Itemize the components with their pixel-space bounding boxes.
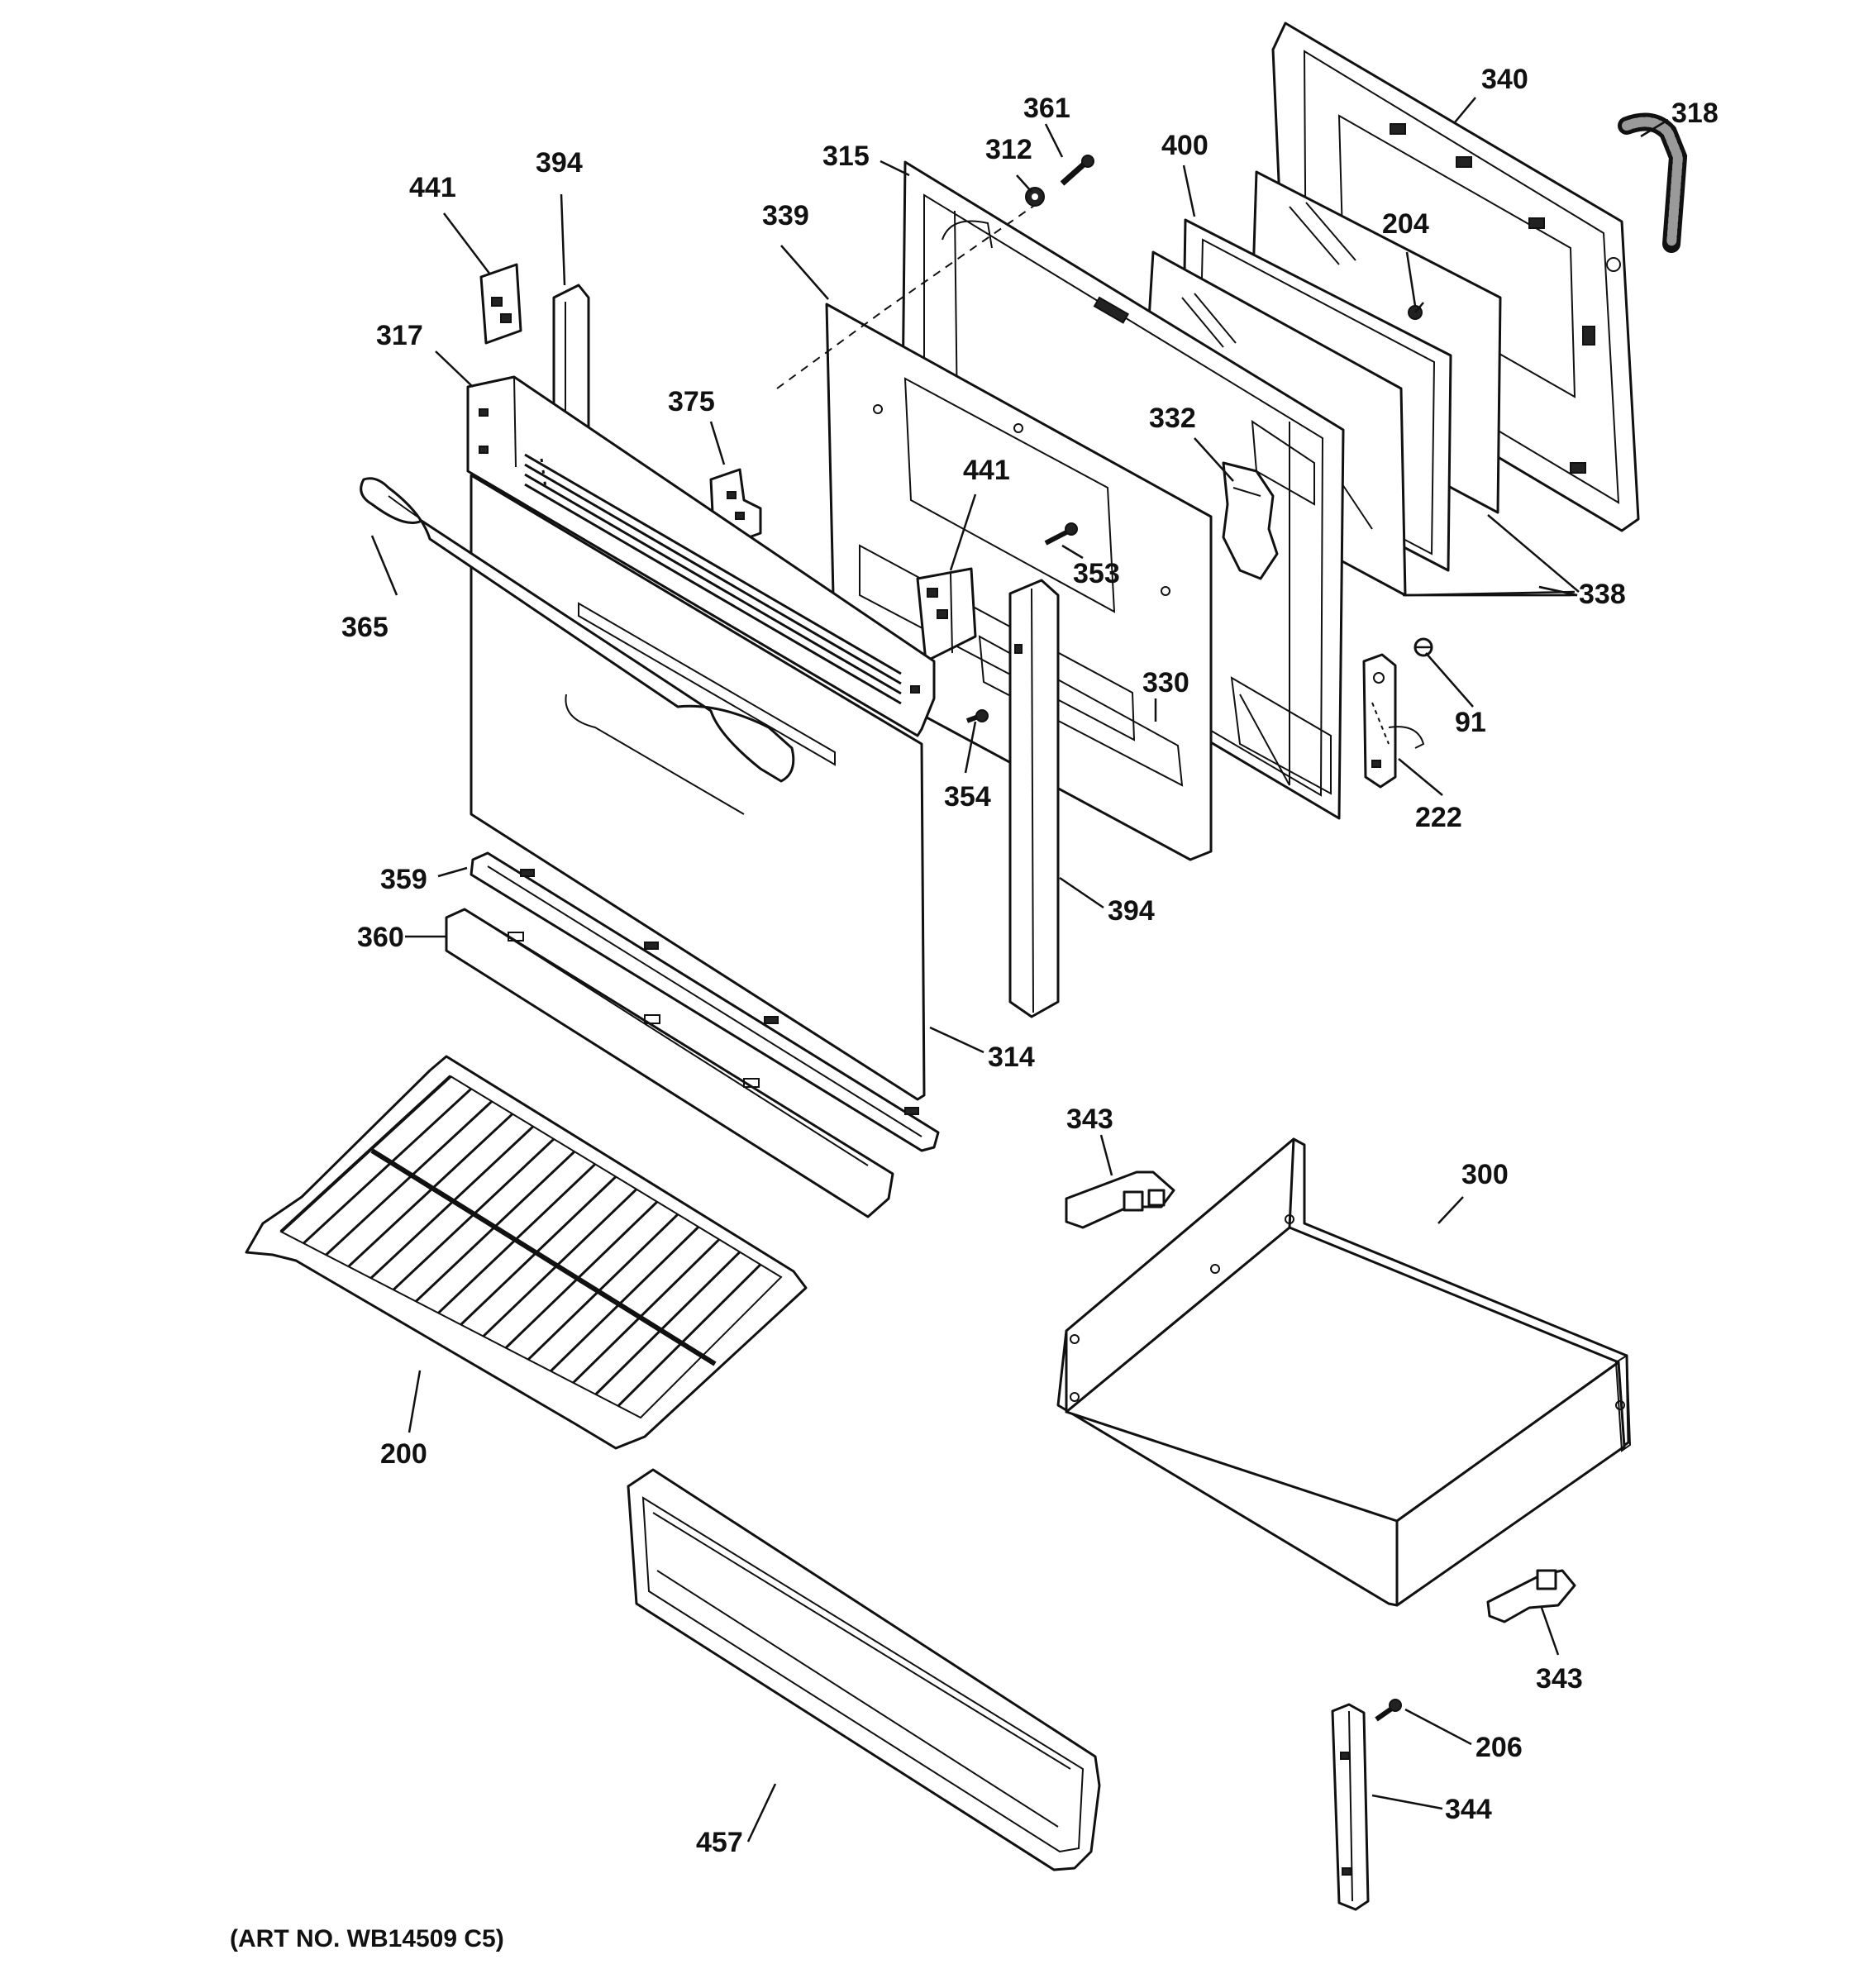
label-318: 318: [1671, 98, 1719, 129]
label-332: 332: [1149, 403, 1196, 434]
label-206: 206: [1475, 1732, 1523, 1763]
label-394-upper: 394: [536, 147, 583, 179]
label-330: 330: [1142, 667, 1189, 698]
label-400: 400: [1161, 130, 1209, 161]
part-343-drawer-slide-lower: [1486, 1569, 1576, 1623]
label-344: 344: [1445, 1794, 1492, 1825]
rack-wire: [594, 1251, 741, 1395]
label-394-lower: 394: [1108, 895, 1155, 927]
part-353-screw: [1044, 522, 1078, 546]
part-312-nut: [1025, 187, 1045, 207]
label-441-lower: 441: [963, 455, 1010, 486]
label-359: 359: [380, 864, 427, 895]
part-91-screw: [1413, 637, 1433, 657]
label-340: 340: [1481, 64, 1528, 95]
part-344-drawer-rail: [1331, 1703, 1370, 1911]
label-343-upper: 343: [1066, 1104, 1113, 1135]
label-204: 204: [1382, 208, 1429, 240]
part-200-oven-rack: [245, 1055, 808, 1450]
label-360: 360: [357, 922, 404, 953]
part-339-inner-liner: [776, 204, 1213, 861]
label-441-upper: 441: [409, 172, 456, 203]
rack-wire: [572, 1238, 721, 1384]
part-365-door-handle: [360, 477, 795, 783]
rack-wire: [504, 1200, 659, 1349]
rack-wire: [460, 1175, 617, 1326]
part-361-screw: [1060, 155, 1094, 186]
rack-wire: [527, 1213, 679, 1361]
label-300: 300: [1461, 1159, 1509, 1190]
label-317: 317: [376, 320, 423, 351]
label-457: 457: [696, 1827, 743, 1858]
part-354-screw: [965, 709, 989, 723]
rack-wire: [325, 1100, 493, 1256]
part-359-trim-strip: [470, 851, 940, 1152]
label-354: 354: [944, 781, 991, 813]
art-number: (ART NO. WB14509 C5): [230, 1925, 504, 1952]
label-353: 353: [1073, 558, 1120, 589]
label-315: 315: [822, 141, 870, 172]
part-318-gasket: [1618, 112, 1688, 253]
part-441-hinge-bracket-upper: [479, 263, 522, 345]
part-457-drawer-front: [627, 1468, 1101, 1871]
part-317-vent-panel: [466, 375, 936, 737]
label-339: 339: [762, 200, 809, 231]
label-338: 338: [1579, 579, 1626, 610]
part-206-screw: [1375, 1699, 1402, 1722]
rack-wire: [482, 1188, 638, 1337]
label-222: 222: [1415, 802, 1462, 833]
label-365: 365: [341, 612, 389, 643]
part-394-channel-lower: [1008, 579, 1060, 1018]
label-343-lower: 343: [1536, 1663, 1583, 1695]
label-312: 312: [985, 134, 1032, 165]
part-332-insulation: [1222, 461, 1279, 580]
rack-wire: [347, 1113, 514, 1268]
part-222-door-hinge: [1362, 653, 1425, 789]
callout-labels: 340 318 361 312 315 400 204 441 394 339 …: [230, 64, 1719, 1952]
part-343-drawer-slide-upper: [1065, 1170, 1175, 1229]
rack-wire: [303, 1088, 473, 1245]
part-360-kick-plate: [445, 908, 894, 1218]
rack-wire: [617, 1263, 762, 1408]
rack-wire: [550, 1226, 700, 1372]
part-441-hinge-bracket-lower: [916, 567, 977, 663]
label-375: 375: [668, 386, 715, 417]
label-91: 91: [1455, 707, 1486, 738]
label-200: 200: [380, 1438, 427, 1470]
leader-lines: [370, 97, 1669, 1843]
part-300-storage-drawer: [1056, 1137, 1632, 1607]
label-314: 314: [988, 1042, 1035, 1073]
label-361: 361: [1023, 93, 1070, 124]
